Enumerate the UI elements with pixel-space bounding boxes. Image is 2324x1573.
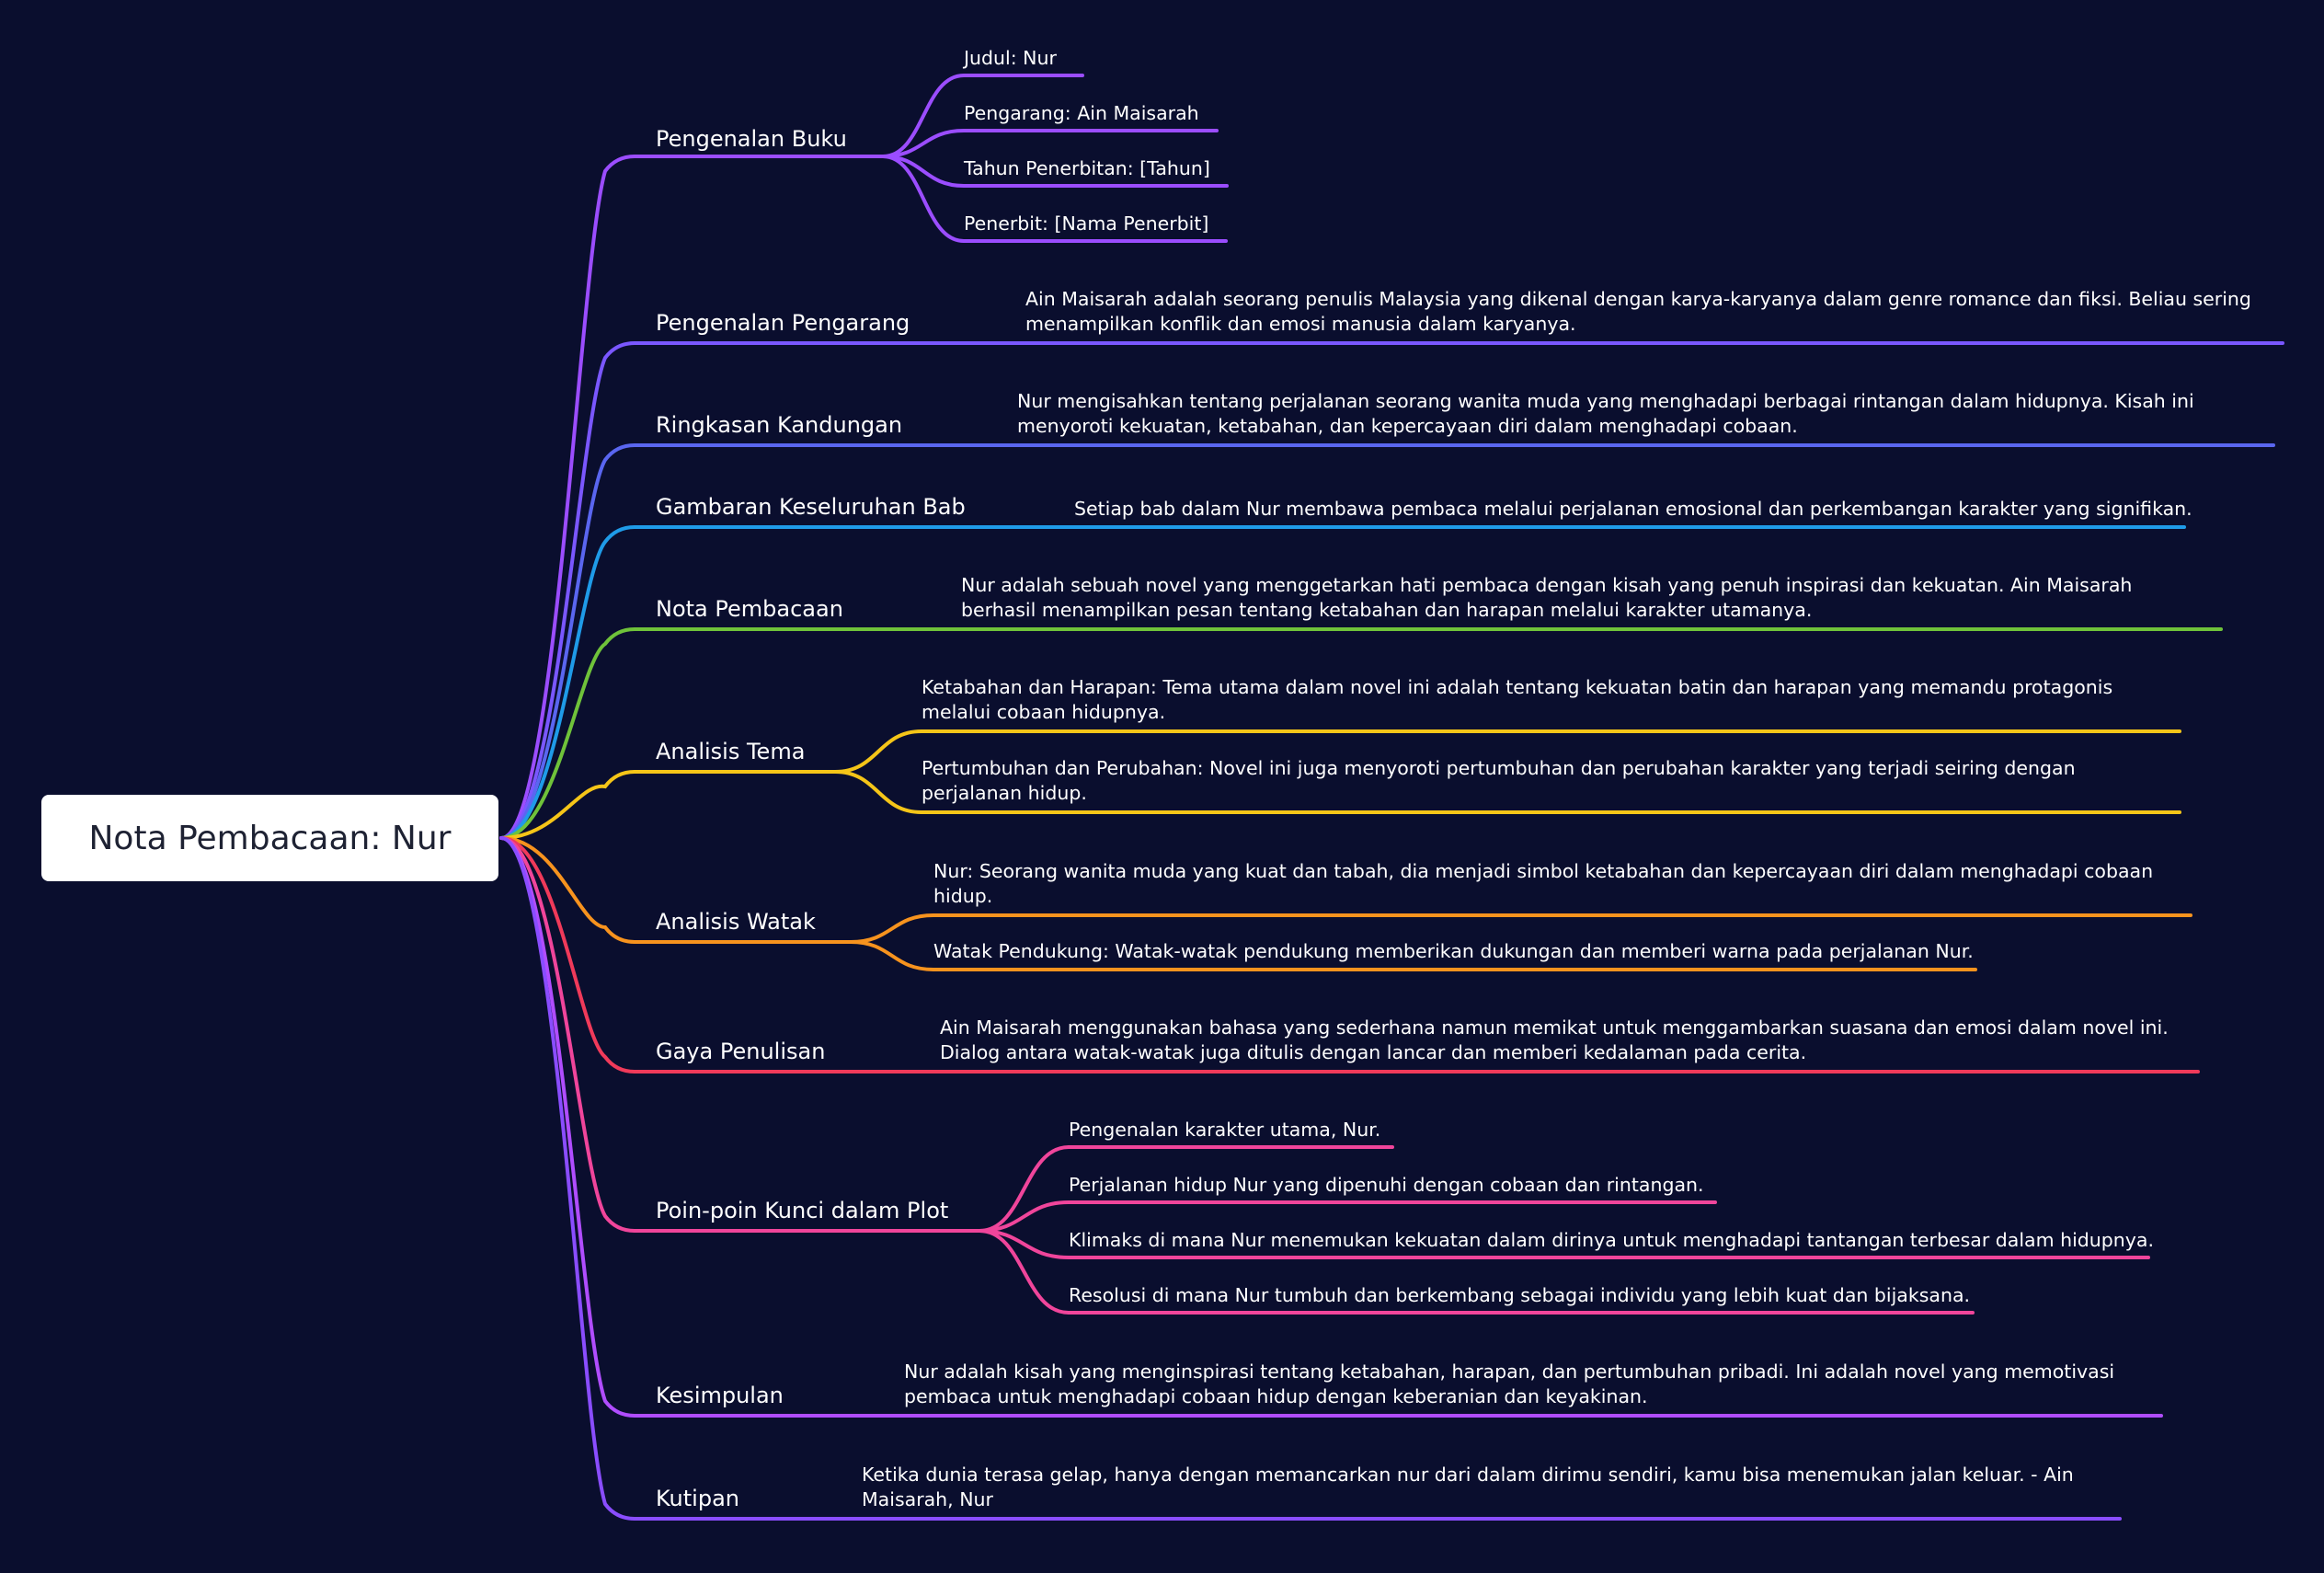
leaf-text[interactable]: Perjalanan hidup Nur yang dipenuhi denga… xyxy=(1069,1174,1704,1196)
leaf-text[interactable]: Watak Pendukung: Watak-watak pendukung m… xyxy=(933,940,1974,962)
leaf-text[interactable]: Nur adalah sebuah novel yang menggetarka… xyxy=(961,574,2133,621)
leaf-text[interactable]: Judul: Nur xyxy=(964,47,1057,69)
leaf-text[interactable]: Penerbit: [Nama Penerbit] xyxy=(964,212,1209,235)
branch-connector-1 xyxy=(499,341,636,840)
branch-connector-3 xyxy=(499,525,636,840)
branch-label[interactable]: Gaya Penulisan xyxy=(656,1039,826,1064)
leaf-text[interactable]: Ketika dunia terasa gelap, hanya dengan … xyxy=(862,1464,2074,1510)
branch-connector-7 xyxy=(499,836,636,1074)
branch-label[interactable]: Pengenalan Pengarang xyxy=(656,310,910,336)
leaf-text[interactable]: Resolusi di mana Nur tumbuh dan berkemba… xyxy=(1069,1284,1971,1306)
root-node[interactable]: Nota Pembacaan: Nur xyxy=(41,795,498,881)
leaf-text[interactable]: Ketabahan dan Harapan: Tema utama dalam … xyxy=(922,676,2113,723)
leaf-text[interactable]: Tahun Penerbitan: [Tahun] xyxy=(964,157,1210,179)
leaf-text[interactable]: Ain Maisarah adalah seorang penulis Mala… xyxy=(1025,288,2251,335)
leaf-connector-5-1 xyxy=(833,770,923,814)
branch-label[interactable]: Analisis Watak xyxy=(656,909,816,935)
branch-label[interactable]: Poin-poin Kunci dalam Plot xyxy=(656,1198,949,1223)
branch-connector-5 xyxy=(499,770,636,840)
leaf-connector-6-1 xyxy=(849,940,935,971)
branch-connector-4 xyxy=(499,627,636,840)
leaf-connector-5-0 xyxy=(833,729,923,774)
branch-connector-10 xyxy=(499,836,636,1521)
leaf-text[interactable]: Nur mengisahkan tentang perjalanan seora… xyxy=(1017,390,2194,437)
leaf-connector-0-3 xyxy=(881,155,966,243)
branch-connector-6 xyxy=(499,836,636,944)
leaf-connector-8-1 xyxy=(978,1200,1070,1233)
branch-label[interactable]: Kesimpulan xyxy=(656,1383,784,1408)
root-label: Nota Pembacaan: Nur xyxy=(88,819,452,857)
leaf-text[interactable]: Pengarang: Ain Maisarah xyxy=(964,102,1199,124)
leaf-text[interactable]: Pertumbuhan dan Perubahan: Novel ini jug… xyxy=(922,757,2076,804)
branch-connector-0 xyxy=(499,155,636,840)
branch-label[interactable]: Nota Pembacaan xyxy=(656,596,843,622)
leaf-connector-8-0 xyxy=(978,1145,1070,1233)
branch-label[interactable]: Analisis Tema xyxy=(656,739,806,764)
leaf-connector-6-0 xyxy=(849,913,935,944)
leaf-text[interactable]: Nur: Seorang wanita muda yang kuat dan t… xyxy=(933,860,2154,907)
leaf-connector-0-0 xyxy=(881,74,966,158)
branch-label[interactable]: Ringkasan Kandungan xyxy=(656,412,903,438)
branch-connector-9 xyxy=(499,836,636,1418)
leaf-text[interactable]: Ain Maisarah menggunakan bahasa yang sed… xyxy=(940,1016,2169,1063)
leaf-text[interactable]: Pengenalan karakter utama, Nur. xyxy=(1069,1119,1381,1141)
leaf-text[interactable]: Klimaks di mana Nur menemukan kekuatan d… xyxy=(1069,1229,2155,1251)
branch-connector-8 xyxy=(499,836,636,1233)
branch-label[interactable]: Kutipan xyxy=(656,1486,739,1511)
leaf-connector-8-3 xyxy=(978,1229,1070,1315)
leaf-text[interactable]: Setiap bab dalam Nur membawa pembaca mel… xyxy=(1074,498,2192,520)
branch-connector-2 xyxy=(499,443,636,840)
branch-label[interactable]: Gambaran Keseluruhan Bab xyxy=(656,494,966,520)
branch-label[interactable]: Pengenalan Buku xyxy=(656,126,847,152)
leaf-text[interactable]: Nur adalah kisah yang menginspirasi tent… xyxy=(904,1361,2115,1407)
